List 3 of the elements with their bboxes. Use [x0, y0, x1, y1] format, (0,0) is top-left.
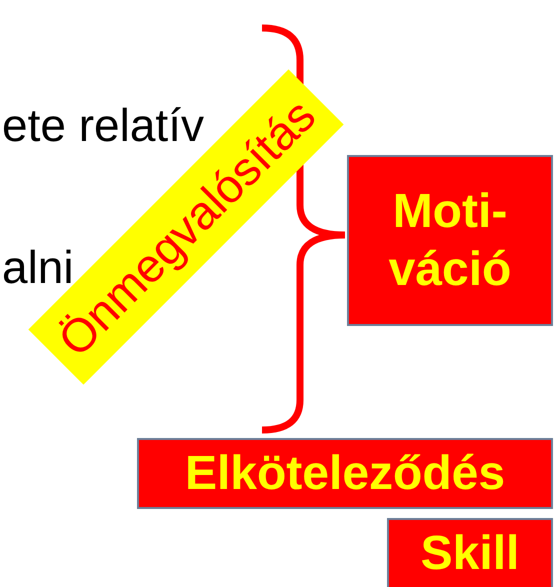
label-box: Skill [387, 518, 553, 587]
label-box: Elköteleződés [137, 438, 553, 509]
label-box: Moti- váció [347, 155, 553, 326]
